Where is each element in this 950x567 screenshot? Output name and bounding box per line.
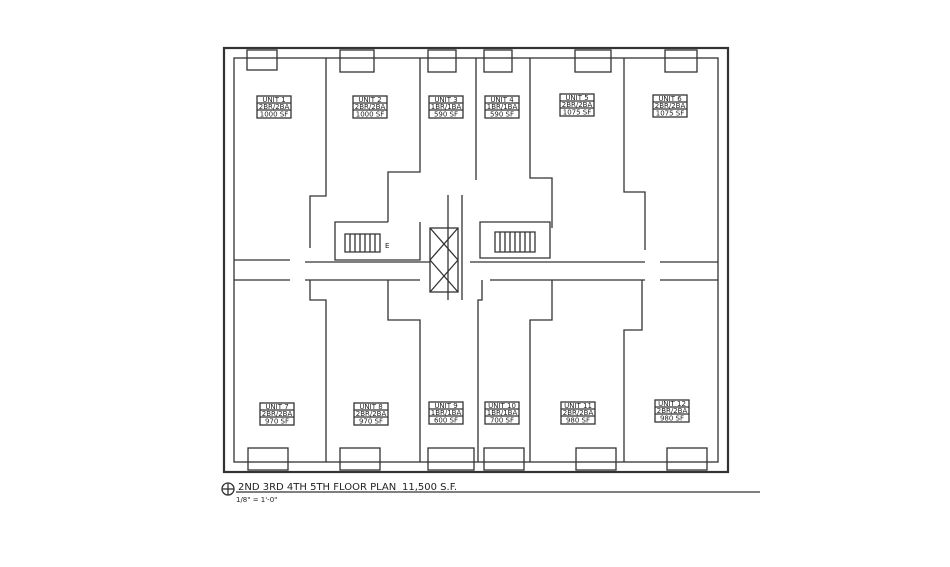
svg-text:590 SF: 590 SF xyxy=(434,111,458,119)
svg-text:1BR/1BA: 1BR/1BA xyxy=(487,409,518,417)
svg-text:2BR/2BA: 2BR/2BA xyxy=(356,410,387,418)
svg-text:UNIT 2: UNIT 2 xyxy=(358,96,381,104)
svg-text:1075 SF: 1075 SF xyxy=(656,110,685,118)
svg-text:UNIT 7: UNIT 7 xyxy=(265,403,288,411)
svg-text:2BR/2BA: 2BR/2BA xyxy=(262,410,293,418)
svg-text:UNIT 3: UNIT 3 xyxy=(434,96,457,104)
plan-scale: 1/8" = 1'-0" xyxy=(236,496,277,504)
bottom-balconies xyxy=(247,447,708,471)
title-block: 2ND 3RD 4TH 5TH FLOOR PLAN 11,500 S.F. 1… xyxy=(221,482,760,504)
svg-text:2BR/2BA: 2BR/2BA xyxy=(355,103,386,111)
plan-title: 2ND 3RD 4TH 5TH FLOOR PLAN xyxy=(238,482,396,493)
svg-text:UNIT 6: UNIT 6 xyxy=(658,95,682,103)
plan-area: 11,500 S.F. xyxy=(402,482,457,493)
svg-text:UNIT 11: UNIT 11 xyxy=(564,402,592,410)
svg-text:2BR/2BA: 2BR/2BA xyxy=(657,407,688,415)
svg-text:UNIT 5: UNIT 5 xyxy=(565,94,588,102)
svg-text:2BR/2BA: 2BR/2BA xyxy=(563,409,594,417)
svg-text:700 SF: 700 SF xyxy=(490,417,514,425)
svg-text:UNIT 8: UNIT 8 xyxy=(359,403,382,411)
svg-text:UNIT 10: UNIT 10 xyxy=(488,402,516,410)
svg-text:2BR/2BA: 2BR/2BA xyxy=(259,103,290,111)
svg-text:UNIT 4: UNIT 4 xyxy=(490,96,514,104)
top-balconies xyxy=(246,49,698,73)
svg-text:UNIT 9: UNIT 9 xyxy=(434,402,457,410)
svg-text:1000 SF: 1000 SF xyxy=(356,111,385,119)
svg-text:1BR/1BA: 1BR/1BA xyxy=(487,103,518,111)
svg-text:980 SF: 980 SF xyxy=(566,417,590,425)
svg-text:2BR/2BA: 2BR/2BA xyxy=(655,102,686,110)
bottom-unit-walls xyxy=(309,280,643,462)
top-unit-walls xyxy=(309,58,646,261)
svg-text:600 SF: 600 SF xyxy=(434,417,458,425)
stairs xyxy=(344,231,536,253)
svg-text:UNIT 1: UNIT 1 xyxy=(262,96,285,104)
svg-text:590 SF: 590 SF xyxy=(490,111,514,119)
svg-text:UNIT 12: UNIT 12 xyxy=(658,400,686,408)
svg-text:970 SF: 970 SF xyxy=(359,418,383,426)
svg-text:1BR/1BA: 1BR/1BA xyxy=(431,409,462,417)
svg-text:1BR/1BA: 1BR/1BA xyxy=(431,103,462,111)
svg-text:1075 SF: 1075 SF xyxy=(563,109,592,117)
corridor xyxy=(234,195,718,300)
svg-text:970 SF: 970 SF xyxy=(265,418,289,426)
svg-text:2BR/2BA: 2BR/2BA xyxy=(562,101,593,109)
svg-text:980 SF: 980 SF xyxy=(660,415,684,423)
building-outer-wall xyxy=(222,46,730,474)
elevator-label: E xyxy=(385,242,389,250)
svg-text:1000 SF: 1000 SF xyxy=(260,111,289,119)
